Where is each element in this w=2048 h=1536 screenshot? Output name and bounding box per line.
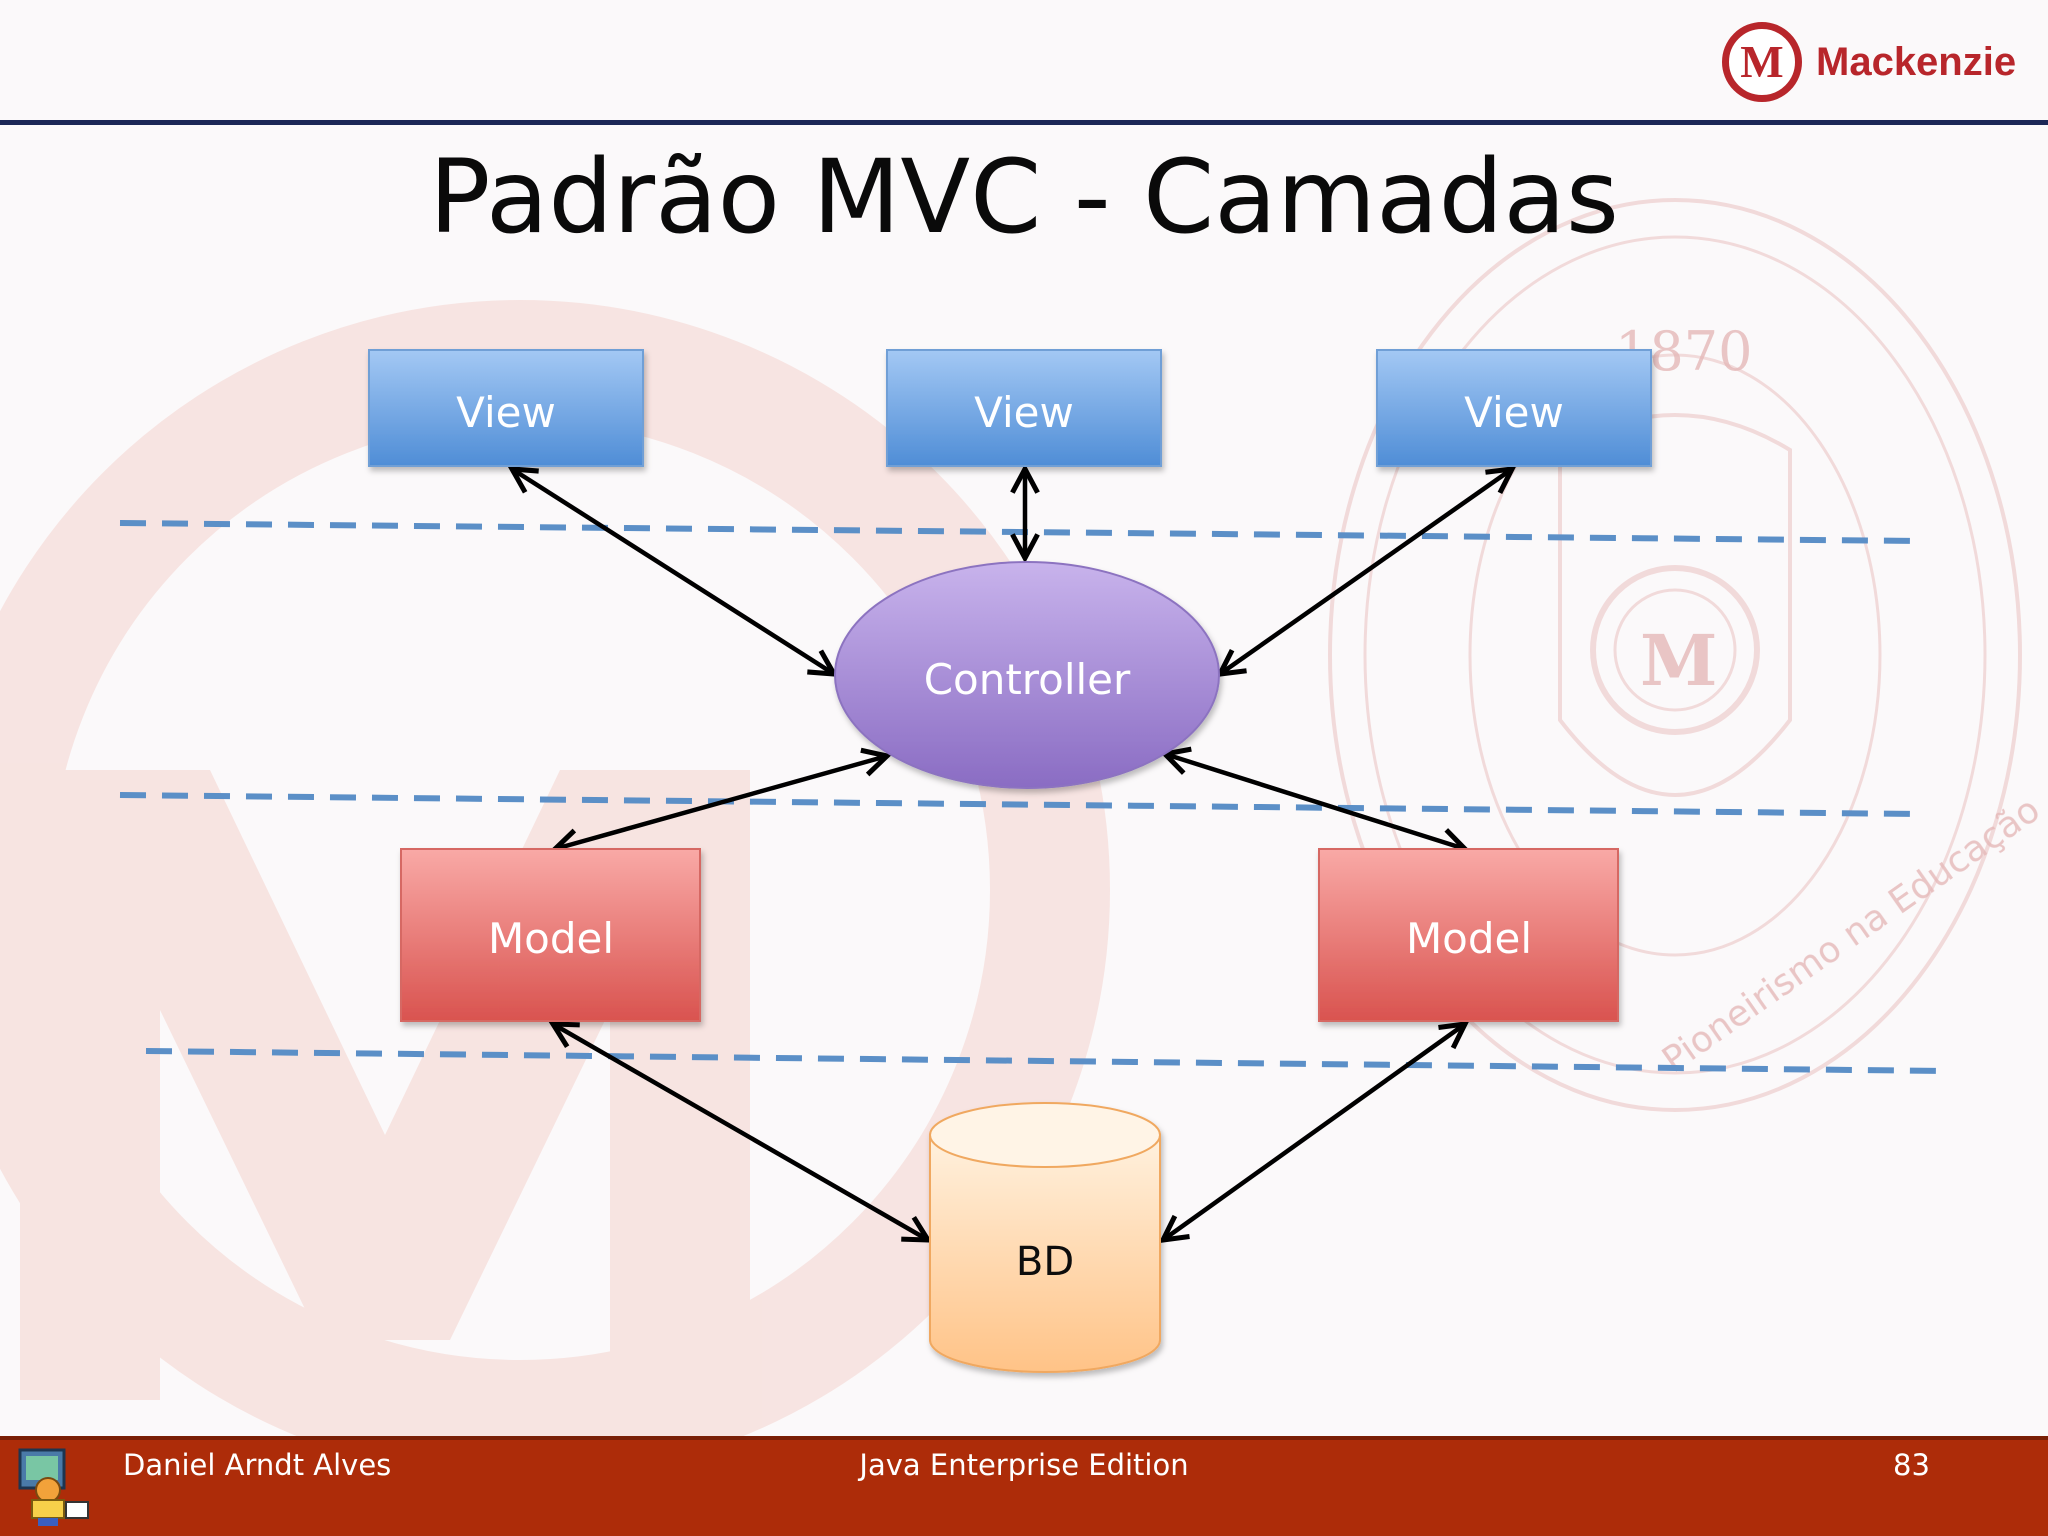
seal-motto: Pioneirismo na Educação bbox=[1655, 789, 2048, 1081]
arrow-controller-model1 bbox=[555, 756, 887, 849]
logo-letter: M bbox=[1740, 36, 1784, 87]
model-box-1: Model bbox=[400, 848, 701, 1022]
footer-course: Java Enterprise Edition bbox=[859, 1448, 1189, 1482]
model-label: Model bbox=[1406, 914, 1532, 963]
header-rule bbox=[0, 120, 2048, 125]
controller-label: Controller bbox=[924, 655, 1131, 704]
logo-text: Mackenzie bbox=[1816, 39, 2017, 84]
view-label: View bbox=[1464, 388, 1564, 437]
footer-author: Daniel Arndt Alves bbox=[123, 1448, 392, 1482]
presenter-icon bbox=[18, 1448, 89, 1526]
view-box-2: View bbox=[886, 349, 1162, 467]
mackenzie-logo: M Mackenzie bbox=[1722, 16, 2016, 108]
divider-view-controller bbox=[119, 520, 1919, 544]
arrow-model2-database bbox=[1163, 1024, 1465, 1240]
arrow-view3-controller bbox=[1220, 469, 1512, 674]
model-label: Model bbox=[488, 914, 614, 963]
page-number: 83 bbox=[1893, 1448, 1930, 1482]
slide-title: Padrão MVC - Camadas bbox=[428, 138, 1620, 257]
view-label: View bbox=[974, 388, 1074, 437]
arrow-controller-model2 bbox=[1165, 754, 1465, 849]
controller-node: Controller bbox=[834, 561, 1220, 789]
view-label: View bbox=[456, 388, 556, 437]
arrow-model1-database bbox=[553, 1024, 928, 1240]
divider-controller-model bbox=[119, 792, 1919, 817]
database-cylinder: BD bbox=[929, 1102, 1161, 1373]
database-label: BD bbox=[1016, 1239, 1074, 1285]
connectors bbox=[512, 469, 1512, 1240]
view-box-3: View bbox=[1376, 349, 1652, 467]
mackenzie-logo-icon: M bbox=[1722, 22, 1802, 102]
arrow-view1-controller bbox=[512, 469, 834, 674]
footer-bar bbox=[0, 1436, 2048, 1536]
seal-letter: M bbox=[1640, 619, 1718, 702]
view-box-1: View bbox=[368, 349, 644, 467]
model-box-2: Model bbox=[1318, 848, 1619, 1022]
divider-model-database bbox=[145, 1048, 1947, 1074]
